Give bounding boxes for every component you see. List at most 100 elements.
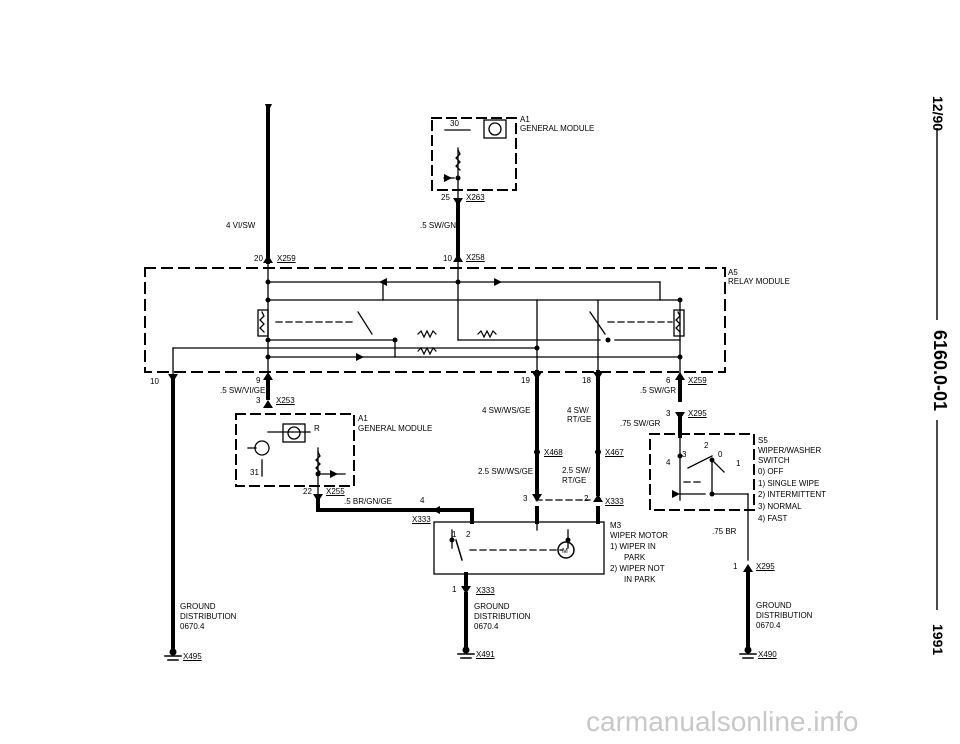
switch-pos-1: 1) SINGLE WIPE — [758, 479, 820, 488]
connector-x255: X255 — [326, 487, 345, 496]
connector-x333-right: X333 — [605, 497, 624, 506]
connector-x491: X491 — [476, 650, 495, 659]
connector-x333-bottom: X333 — [476, 586, 495, 595]
pin-9: 9 — [256, 376, 261, 385]
header-page-number: 6160.0-01 — [930, 330, 950, 412]
switch-pos-2: 2) INTERMITTENT — [758, 490, 826, 499]
connector-x467: X467 — [605, 448, 624, 457]
ground-right-line2: DISTRIBUTION — [756, 611, 813, 620]
connector-x259-right: X259 — [688, 376, 707, 385]
motor-symbol-label: M — [562, 548, 568, 555]
pin-18: 18 — [582, 376, 591, 385]
connector-x490: X490 — [758, 650, 777, 659]
solid-marks — [168, 104, 753, 656]
relay-name: RELAY MODULE — [728, 277, 790, 286]
relay-module-box — [144, 267, 726, 373]
ground-symbols — [164, 653, 757, 661]
switch-box — [649, 433, 755, 511]
gm-top-ref: A1 — [520, 115, 530, 124]
header-date: 12/90 — [930, 96, 946, 132]
gm-top-pin-30: 30 — [450, 119, 459, 128]
header-year: 1991 — [930, 624, 946, 656]
pin-4: 4 — [420, 496, 425, 505]
wire-5sw-gn: .5 SW/GN — [420, 221, 457, 230]
connector-x295-lower: X295 — [756, 562, 775, 571]
connector-x259-left: X259 — [277, 254, 296, 263]
wire-4sw-rt-ge-line2: RT/GE — [567, 415, 592, 424]
motor-name: WIPER MOTOR — [610, 531, 669, 540]
switch-num-3: 3 — [682, 450, 687, 459]
motor-state-2b: IN PARK — [624, 575, 656, 584]
wire-25sw-ws-ge: 2.5 SW/WS/GE — [478, 467, 534, 476]
connector-x263: X263 — [466, 193, 485, 202]
pin-19: 19 — [521, 376, 530, 385]
ground-left-line1: GROUND — [180, 602, 216, 611]
wire-5br-gn-ge: .5 BR/GN/GE — [344, 497, 393, 506]
gm-mid-pin-r: R — [314, 424, 320, 433]
thin-wires — [172, 129, 749, 575]
gm-top-name: GENERAL MODULE — [520, 124, 595, 133]
switch-pos-0: 0) OFF — [758, 467, 784, 476]
switch-pos-3: 3) NORMAL — [758, 502, 802, 511]
gm-top-box — [431, 117, 517, 191]
ground-mid-line2: DISTRIBUTION — [474, 612, 531, 621]
pin-20: 20 — [254, 254, 263, 263]
gm-mid-name: GENERAL MODULE — [358, 424, 433, 433]
pin-3-mid: 3 — [523, 494, 528, 503]
wire-4vi-sw: 4 VI/SW — [226, 221, 256, 230]
wire-75br: .75 BR — [712, 527, 737, 536]
pin-3-right: 3 — [666, 409, 671, 418]
pin-22: 22 — [303, 487, 312, 496]
switch-name-line2: SWITCH — [758, 456, 790, 465]
wire-25sw-rt-ge-line1: 2.5 SW/ — [562, 466, 591, 475]
motor-terminal-1: 1 — [452, 530, 457, 539]
gm-mid-internals — [247, 423, 321, 473]
motor-ref: M3 — [610, 521, 622, 530]
wire-4sw-ws-ge: 4 SW/WS/GE — [482, 406, 531, 415]
ground-left-line3: 0670.4 — [180, 622, 205, 631]
gm-top-internals — [443, 119, 507, 179]
resistors — [417, 329, 497, 356]
connector-x253: X253 — [276, 396, 295, 405]
connector-x333-left: X333 — [412, 515, 431, 524]
connector-x495: X495 — [183, 652, 202, 661]
motor-state-2a: 2) WIPER NOT — [610, 564, 665, 573]
pin-25: 25 — [441, 193, 450, 202]
connector-x258: X258 — [466, 253, 485, 262]
switch-ref: S5 — [758, 436, 768, 445]
ground-left-line2: DISTRIBUTION — [180, 612, 237, 621]
switch-num-2: 2 — [704, 441, 709, 450]
pin-3-left: 3 — [256, 396, 261, 405]
pin-1-bottom: 1 — [452, 585, 457, 594]
pin-1-right: 1 — [733, 562, 738, 571]
gm-mid-pin-31: 31 — [250, 468, 259, 477]
watermark: carmanualsonline.info — [586, 706, 859, 737]
motor-terminal-2: 2 — [466, 530, 471, 539]
motor-symbol — [455, 539, 575, 561]
switch-pos-4: 4) FAST — [758, 514, 788, 523]
ground-mid-line1: GROUND — [474, 602, 510, 611]
gm-mid-box — [235, 413, 355, 487]
connector-x295-upper: X295 — [688, 409, 707, 418]
pin-6: 6 — [666, 376, 671, 385]
pin-10-left: 10 — [150, 377, 159, 386]
wire-5sw-gr: .5 SW/GR — [640, 386, 677, 395]
switch-num-0: 0 — [718, 450, 723, 459]
motor-state-1a: 1) WIPER IN — [610, 542, 656, 551]
gm-mid-ref: A1 — [358, 414, 368, 423]
pin-10-top: 10 — [443, 254, 452, 263]
switch-internals — [687, 455, 725, 473]
switch-num-1: 1 — [736, 459, 741, 468]
wire-4sw-rt-ge-line1: 4 SW/ — [567, 406, 589, 415]
wire-25sw-rt-ge-line2: RT/GE — [562, 476, 587, 485]
relay-ref: A5 — [728, 268, 738, 277]
switch-num-4: 4 — [666, 458, 671, 467]
ground-right-line3: 0670.4 — [756, 621, 781, 630]
connector-x468: X468 — [544, 448, 563, 457]
relay-coils — [257, 309, 685, 337]
ground-mid-line3: 0670.4 — [474, 622, 499, 631]
wire-75sw-gr: .75 SW/GR — [620, 419, 661, 428]
switch-name-line1: WIPER/WASHER — [758, 446, 822, 455]
